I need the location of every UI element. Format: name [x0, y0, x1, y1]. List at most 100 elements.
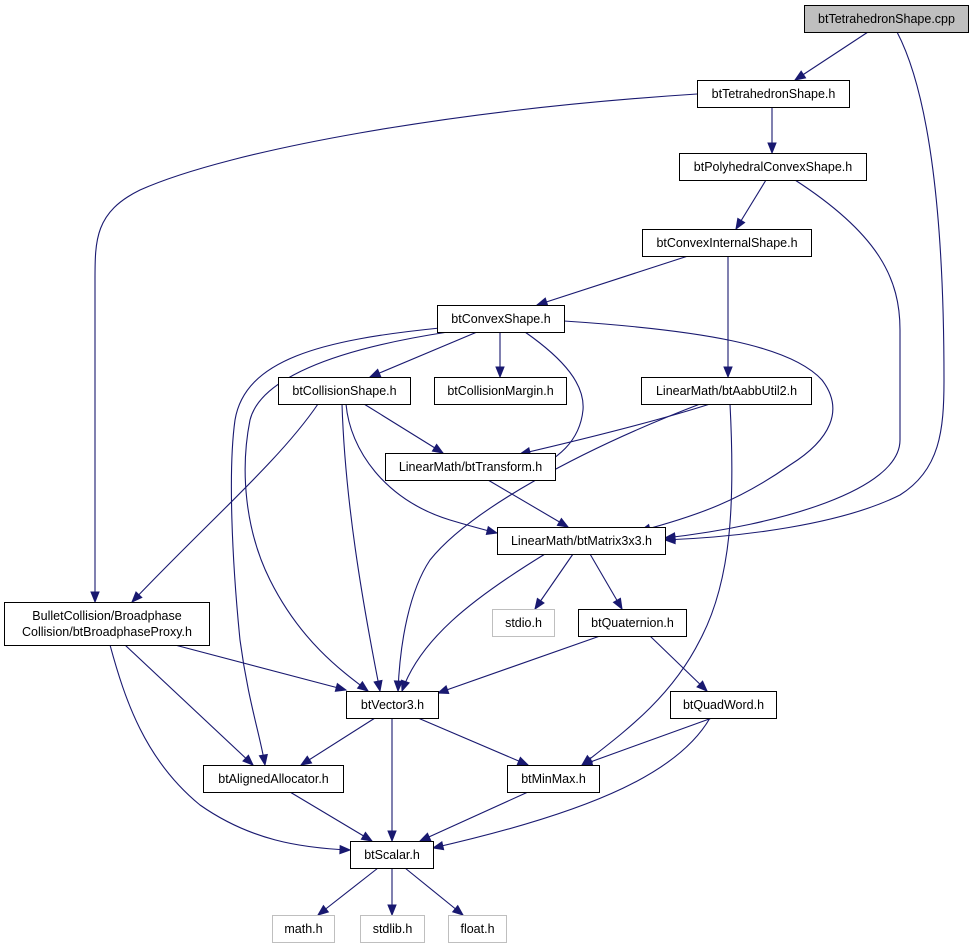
- edge-line: [649, 635, 708, 692]
- arrow-head: [516, 756, 530, 766]
- node-label: btVector3.h: [361, 698, 424, 712]
- node-matrix3x3[interactable]: LinearMath/btMatrix3x3.h: [497, 527, 666, 555]
- arrow-head: [339, 844, 352, 855]
- node-quadword[interactable]: btQuadWord.h: [670, 691, 777, 719]
- arrow-head: [793, 70, 807, 81]
- node-label: btTetrahedronShape.h: [712, 87, 836, 101]
- node-box: [4, 602, 210, 646]
- node-stdlib[interactable]: stdlib.h: [360, 915, 425, 943]
- edge-transform-to-matrix3x3: [487, 479, 570, 528]
- arrow-head: [393, 680, 404, 693]
- edge-line: [794, 31, 869, 81]
- edge-matrix3x3-to-stdio: [534, 553, 574, 611]
- node-stdio[interactable]: stdio.h: [492, 609, 555, 637]
- edge-convex-internal-to-aabb-util: [723, 256, 733, 379]
- node-label: LinearMath/btTransform.h: [399, 460, 542, 474]
- node-convex-shape[interactable]: btConvexShape.h: [437, 305, 565, 333]
- node-box: [492, 609, 555, 637]
- edge-line: [664, 179, 901, 539]
- node-box: [434, 377, 567, 405]
- edge-line: [289, 791, 373, 842]
- arrow-head: [356, 680, 370, 692]
- node-box: [437, 305, 565, 333]
- edge-line: [401, 553, 546, 692]
- edge-line: [363, 403, 444, 454]
- edge-line: [317, 867, 379, 916]
- edge-minmax-to-scalar: [418, 791, 529, 842]
- node-transform[interactable]: LinearMath/btTransform.h: [385, 453, 556, 481]
- arrow-head: [535, 297, 549, 307]
- edges-layer: [90, 31, 945, 917]
- node-box: [507, 765, 600, 793]
- node-box: [578, 609, 687, 637]
- arrow-head: [696, 680, 708, 692]
- edge-line: [664, 31, 945, 541]
- edge-line: [437, 635, 601, 694]
- edge-line: [519, 403, 711, 455]
- arrow-head: [90, 591, 100, 604]
- edge-convex-shape-to-matrix3x3: [563, 320, 834, 533]
- node-scalar[interactable]: btScalar.h: [350, 841, 434, 869]
- node-collision-shape[interactable]: btCollisionShape.h: [278, 377, 411, 405]
- node-box: [278, 377, 411, 405]
- node-float[interactable]: float.h: [448, 915, 507, 943]
- edge-line: [581, 717, 713, 766]
- node-label: Collision/btBroadphaseProxy.h: [22, 625, 192, 639]
- edge-quadword-to-scalar: [431, 717, 711, 851]
- arrow-head: [131, 591, 143, 603]
- edge-line: [534, 553, 574, 610]
- node-label: btCollisionMargin.h: [447, 384, 553, 398]
- node-tetra-h[interactable]: btTetrahedronShape.h: [697, 80, 850, 108]
- edge-tetra-cpp-to-tetra-h: [793, 31, 869, 81]
- node-label: LinearMath/btAabbUtil2.h: [656, 384, 797, 398]
- arrow-head: [436, 685, 450, 694]
- edge-polyhedral-to-convex-internal: [735, 179, 767, 231]
- arrow-head: [451, 904, 465, 916]
- arrow-head: [495, 366, 505, 379]
- arrow-head: [360, 831, 374, 842]
- node-aabb-util[interactable]: LinearMath/btAabbUtil2.h: [641, 377, 812, 405]
- arrow-head: [534, 597, 545, 611]
- node-convex-internal[interactable]: btConvexInternalShape.h: [642, 229, 812, 257]
- edge-line: [244, 331, 449, 692]
- arrow-head: [735, 217, 746, 231]
- edge-collision-shape-to-broadphase-proxy: [131, 403, 319, 603]
- node-quaternion[interactable]: btQuaternion.h: [578, 609, 687, 637]
- edge-line: [404, 867, 464, 916]
- node-broadphase-proxy[interactable]: BulletCollision/BroadphaseCollision/btBr…: [4, 602, 210, 646]
- edge-collision-shape-to-transform: [363, 403, 445, 454]
- edge-line: [131, 403, 319, 603]
- node-collision-margin[interactable]: btCollisionMargin.h: [434, 377, 567, 405]
- arrow-head: [767, 142, 777, 155]
- arrow-head: [418, 832, 432, 842]
- edge-quaternion-to-vector3: [436, 635, 601, 694]
- node-math[interactable]: math.h: [272, 915, 335, 943]
- edge-line: [432, 717, 711, 849]
- node-minmax[interactable]: btMinMax.h: [507, 765, 600, 793]
- arrow-head: [299, 755, 313, 766]
- edge-aabb-util-to-vector3: [393, 403, 701, 693]
- edge-vector3-to-minmax: [417, 717, 530, 766]
- node-box: [679, 153, 867, 181]
- node-label: stdio.h: [505, 616, 542, 630]
- arrow-head: [334, 682, 348, 692]
- node-tetra-cpp: btTetrahedronShape.cpp: [804, 5, 969, 33]
- edge-broadphase-proxy-to-vector3: [174, 644, 348, 692]
- node-vector3[interactable]: btVector3.h: [346, 691, 439, 719]
- edge-quaternion-to-quadword: [649, 635, 708, 692]
- edge-broadphase-proxy-to-aligned-allocator: [124, 644, 254, 766]
- node-label: btConvexInternalShape.h: [656, 236, 797, 250]
- edge-line: [417, 717, 529, 766]
- node-aligned-allocator[interactable]: btAlignedAllocator.h: [203, 765, 344, 793]
- node-box: [360, 915, 425, 943]
- arrow-head: [387, 830, 397, 843]
- arrow-head: [612, 597, 623, 611]
- node-polyhedral[interactable]: btPolyhedralConvexShape.h: [679, 153, 867, 181]
- arrow-head: [556, 517, 570, 528]
- edge-tetra-h-to-broadphase-proxy: [90, 93, 698, 604]
- edge-matrix3x3-to-quaternion: [589, 553, 623, 611]
- edge-line: [397, 403, 701, 692]
- node-label: math.h: [284, 922, 322, 936]
- edge-line: [94, 93, 698, 602]
